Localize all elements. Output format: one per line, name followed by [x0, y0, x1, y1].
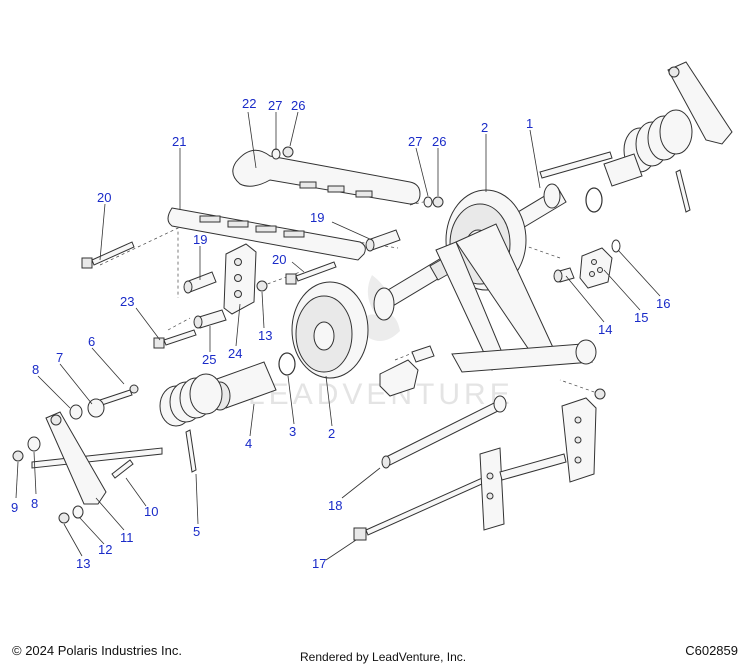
part-10-bolt [111, 459, 134, 479]
part-8-washer-lower [27, 436, 41, 452]
callout-17: 17 [312, 556, 326, 571]
part-13-nut-upper [256, 280, 268, 292]
callout-24: 24 [228, 346, 242, 361]
callout-23: 23 [120, 294, 134, 309]
part-14-bushing [553, 267, 575, 283]
callout-20-left: 20 [97, 190, 111, 205]
part-2-idler-wheel-left [291, 281, 369, 379]
callout-9: 9 [11, 500, 18, 515]
callout-21: 21 [172, 134, 186, 149]
callout-labels: 22 27 26 21 20 19 19 20 23 24 25 13 27 2… [11, 96, 670, 571]
callout-2-right: 2 [481, 120, 488, 135]
callout-20-middle: 20 [272, 252, 286, 267]
callout-26-lower: 26 [432, 134, 446, 149]
part-26-nut-upper [282, 146, 294, 158]
part-21-link-bar [167, 207, 366, 261]
rendered-by-text: Rendered by LeadVenture, Inc. [300, 650, 467, 664]
callout-22: 22 [242, 96, 256, 111]
part-13-nut-lower [58, 512, 70, 524]
part-19-bushing-right [365, 229, 401, 252]
part-17-long-bolt [353, 469, 503, 541]
callout-10: 10 [144, 504, 158, 519]
part-24-plate [223, 243, 257, 315]
callout-27-lower: 27 [408, 134, 422, 149]
callout-13-lower: 13 [76, 556, 90, 571]
part-16-ring [611, 239, 621, 253]
part-19-bushing-left [183, 271, 217, 294]
part-6-bolt [99, 384, 139, 406]
callout-7: 7 [56, 350, 63, 365]
part-8-washer-upper [69, 404, 83, 420]
part-27-washer-lower [423, 196, 433, 208]
copyright-text: © 2024 Polaris Industries Inc. [12, 643, 182, 658]
part-9-nut [12, 450, 24, 462]
part-5-torsion-spring-left [31, 373, 223, 473]
leader-lines [15, 111, 661, 561]
callout-5: 5 [193, 524, 200, 539]
callout-4: 4 [245, 436, 252, 451]
callout-13-upper: 13 [258, 328, 272, 343]
part-26-nut-lower [432, 196, 444, 208]
callout-19-left: 19 [193, 232, 207, 247]
part-25-bushing [193, 309, 227, 329]
diagram-code: C602859 [685, 643, 738, 658]
center-hub [379, 345, 435, 397]
callout-16: 16 [656, 296, 670, 311]
nut-right [594, 388, 606, 400]
callout-11: 11 [120, 530, 134, 545]
callout-8-upper: 8 [32, 362, 39, 377]
part-15-hub-plate [579, 247, 613, 289]
callout-15: 15 [634, 310, 648, 325]
part-18-rod [381, 395, 507, 469]
part-20-bolt-left [81, 241, 135, 269]
ring-right [585, 187, 603, 213]
callout-26-upper: 26 [291, 98, 305, 113]
part-11-arm-left [45, 411, 107, 505]
part-12-washer [72, 505, 84, 519]
callout-12: 12 [98, 542, 112, 557]
callout-27-upper: 27 [268, 98, 282, 113]
part-3-ring [278, 352, 296, 376]
part-20-bolt-middle [285, 261, 337, 285]
part-23-bolt [153, 329, 197, 349]
callout-14: 14 [598, 322, 612, 337]
part-5-torsion-spring-right [539, 61, 733, 213]
callout-8-lower: 8 [31, 496, 38, 511]
callout-19-right: 19 [310, 210, 324, 225]
part-27-washer-upper [271, 148, 281, 160]
callout-2-left: 2 [328, 426, 335, 441]
callout-25: 25 [202, 352, 216, 367]
swing-arm-frame [435, 223, 597, 373]
callout-1: 1 [526, 116, 533, 131]
callout-18: 18 [328, 498, 342, 513]
callout-6: 6 [88, 334, 95, 349]
rear-bracket [479, 397, 597, 531]
callout-3: 3 [289, 424, 296, 439]
part-22-upper-arm [232, 149, 421, 205]
